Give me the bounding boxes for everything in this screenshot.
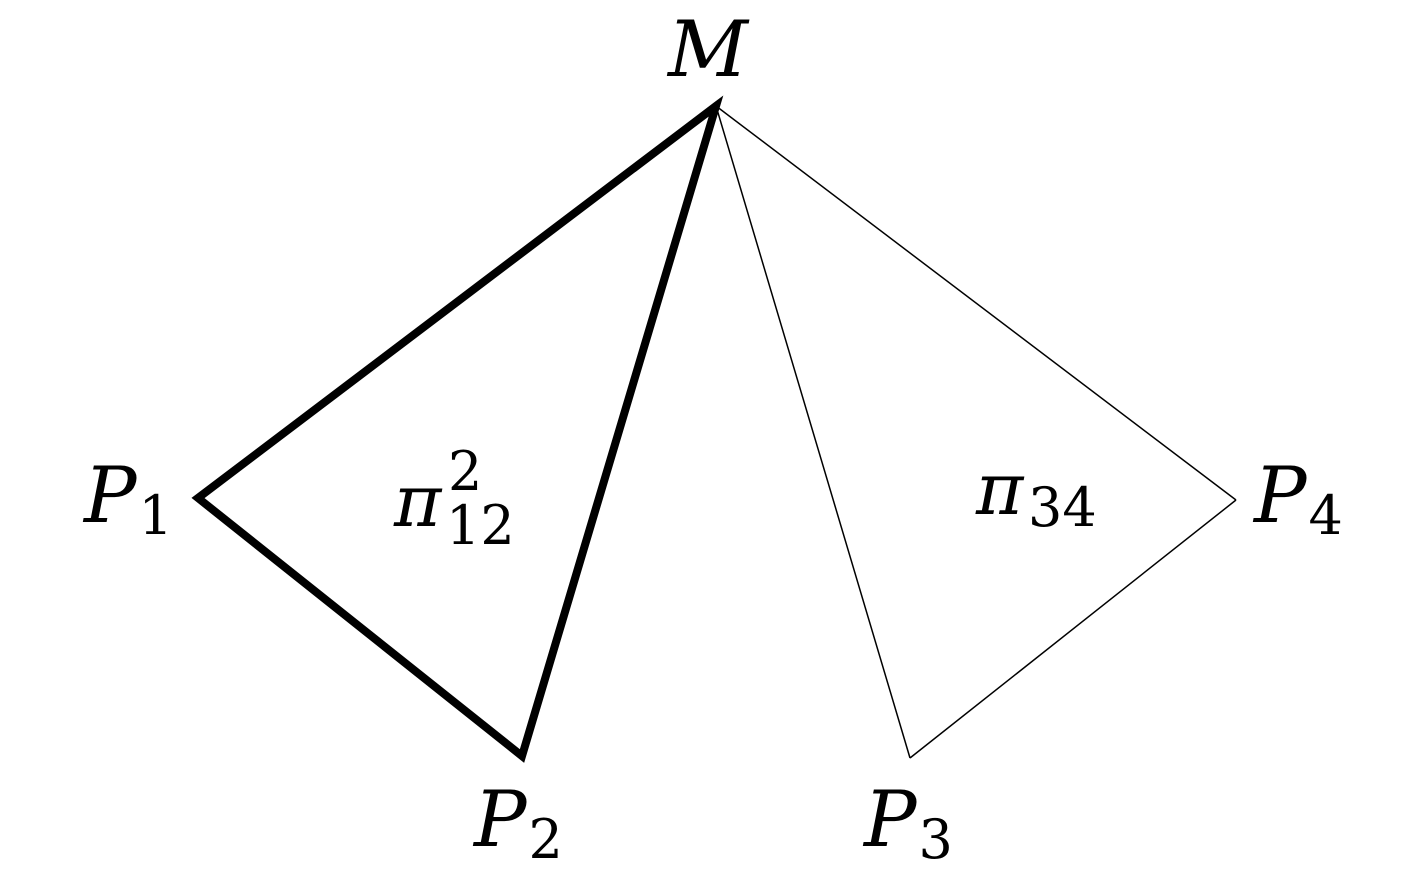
region-label-pi12-sub: 12: [446, 494, 515, 557]
triangle-m-p1-p2: [191, 95, 724, 763]
edge-m-p3: [715, 105, 911, 759]
label-p2: P2: [472, 775, 563, 870]
region-label-pi34: π: [975, 447, 1025, 531]
label-p1: P1: [82, 451, 173, 547]
label-m: M: [666, 5, 750, 95]
edge-p3-p4: [909, 499, 1237, 759]
label-p4: P4: [1252, 451, 1343, 547]
region-label-pi12: π: [393, 459, 443, 543]
label-p3: P3: [862, 775, 953, 870]
region-label-pi12-sup: 2: [448, 440, 482, 503]
edge-p4-m: [715, 105, 1237, 501]
region-label-pi34-sub: 34: [1028, 476, 1097, 539]
